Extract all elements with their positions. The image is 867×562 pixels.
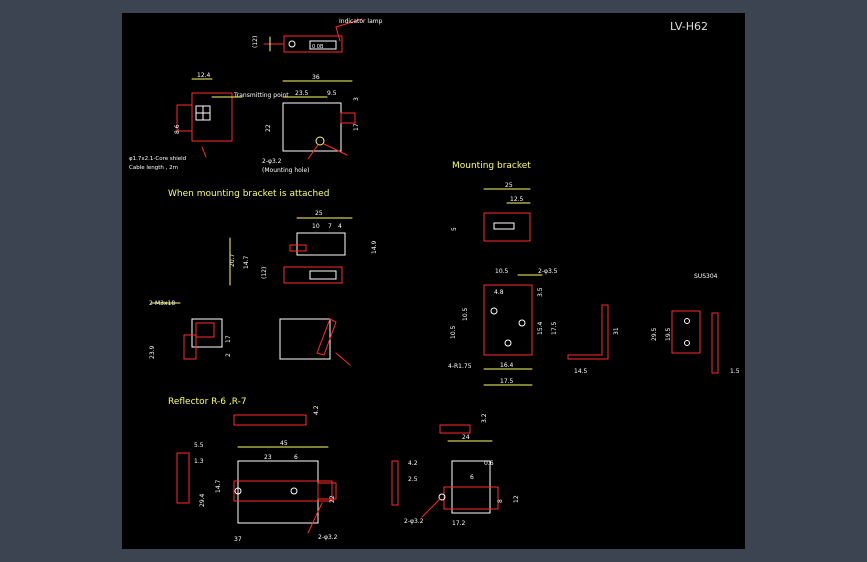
reflector-heading: Reflector R-6 ,R-7: [168, 397, 247, 407]
dimension-label: 4.2: [408, 460, 418, 467]
dimension-label: 2-M3x18: [149, 300, 175, 307]
dimension-label: 29.5: [651, 327, 658, 341]
sensor-side-view: 36 23.5 9.5 3 22 17 2-φ3.2 (Mounting hol…: [262, 74, 360, 174]
bracket-front-view: 10.5 4.8 2-φ3.5 3.5 10.5 10.5 15.4 17.5 …: [448, 268, 558, 386]
reflector-front-view: 5.5 1.3 45 23 6 29.4 14.7 22 37 2-φ3.2: [176, 440, 338, 543]
dimension-label: (Mounting hole): [262, 167, 310, 174]
cad-drawing: LV-H62 (12) 0 0B Indicator lamp 12.4 8.6…: [129, 18, 740, 543]
dimension-label: 10.5: [495, 268, 509, 275]
indicator-lamp-label: Indicator lamp: [339, 18, 383, 25]
dimension-label: 14.7: [243, 255, 250, 269]
dimension-label: 15.4: [537, 321, 544, 335]
dimension-label: 14.7: [215, 479, 222, 493]
reflector-top-view: 4.2: [233, 405, 320, 426]
bracket-plate-view: 29.5 19.5 1.5: [651, 310, 740, 375]
attached-assembly: 25 10 7 4 20.7 14.7 14.9 (12): [229, 210, 378, 286]
dimension-label: 12.4: [197, 72, 211, 79]
sensor-front-view: 12.4 8.6 Transmitting point φ1.7x2.1-Cor…: [129, 72, 289, 171]
dimension-label: 36: [312, 74, 320, 81]
dimension-label: 29.4: [199, 493, 206, 507]
dimension-label: 19.5: [665, 327, 672, 341]
dimension-label: 22: [329, 495, 336, 503]
dimension-label: 4-R1.75: [448, 363, 472, 370]
attached-front: 2-M3x18 23.9 17 2: [149, 300, 232, 360]
bracket-top-view: 25 12.5 5: [451, 182, 531, 242]
dimension-label: 5.5: [194, 442, 204, 449]
dimension-label: 17.5: [500, 378, 514, 385]
dimension-label: Cable length , 2m: [129, 165, 178, 171]
drawing-sheet: LV-H62 (12) 0 0B Indicator lamp 12.4 8.6…: [122, 13, 745, 549]
drawing-title: LV-H62: [670, 20, 708, 33]
dimension-label: 24: [462, 434, 470, 441]
when-attached-heading: When mounting bracket is attached: [168, 189, 329, 199]
dimension-label: 10: [312, 223, 320, 230]
dimension-label: 23.5: [295, 90, 309, 97]
dimension-label: 17: [353, 123, 360, 131]
dimension-label: 2: [225, 353, 232, 357]
dimension-label: 16.4: [500, 362, 514, 369]
dimension-label: φ1.7x2.1-Core shield: [129, 156, 186, 162]
dimension-label: 10.5: [462, 307, 469, 321]
dimension-label: 31: [613, 327, 620, 335]
dimension-label: 37: [234, 536, 242, 543]
dimension-label: 17.2: [452, 520, 466, 527]
dimension-label: 25: [505, 182, 513, 189]
transmitting-point-label: Transmitting point: [233, 92, 289, 99]
dimension-label: 0.6: [484, 460, 494, 467]
dimension-label: 2-φ3.2: [318, 534, 338, 541]
dimension-label: (12): [261, 267, 268, 279]
dimension-label: 14.9: [371, 240, 378, 254]
material-label: SUS304: [694, 273, 718, 280]
dimension-label: 4.8: [494, 289, 504, 296]
dimension-label: 0 0B: [312, 44, 324, 50]
dimension-label: 20.7: [229, 253, 236, 267]
dimension-label: 17.5: [551, 321, 558, 335]
dimension-label: 6: [470, 474, 474, 481]
dimension-label: 22: [265, 124, 272, 132]
dimension-label: 2-φ3.5: [538, 268, 558, 275]
dimension-label: 9.5: [327, 90, 337, 97]
dimension-label: 23: [264, 454, 272, 461]
dimension-label: 1.3: [194, 458, 204, 465]
dimension-label: 5: [451, 227, 458, 231]
dimension-label: 45: [280, 440, 288, 447]
small-reflector-views: 3.2 24 4.2 0.6 2.5 6 8 12 17.2 2-φ3.2: [391, 413, 520, 527]
dimension-label: 7: [328, 223, 332, 230]
dimension-label: 6: [294, 454, 298, 461]
dimension-label: 3: [353, 97, 360, 101]
dimension-label: (12): [252, 36, 259, 48]
sensor-top-view: (12) 0 0B Indicator lamp: [252, 18, 383, 53]
dimension-label: 4: [338, 223, 342, 230]
dimension-label: 12.5: [510, 196, 524, 203]
dimension-label: 25: [315, 210, 323, 217]
bracket-side-view: 31 14.5: [567, 304, 620, 375]
dimension-label: 4.2: [313, 405, 320, 415]
dimension-label: 14.5: [574, 368, 588, 375]
dimension-label: 2-φ3.2: [404, 518, 424, 525]
dimension-label: 10.5: [450, 325, 457, 339]
dimension-label: 23.9: [149, 345, 156, 359]
dimension-label: 1.5: [730, 368, 740, 375]
attached-side: [279, 318, 351, 366]
dimension-label: 2.5: [408, 476, 418, 483]
dimension-label: 2-φ3.2: [262, 158, 282, 165]
dimension-label: 8.6: [174, 124, 181, 134]
dimension-label: 8: [497, 499, 504, 503]
mounting-bracket-heading: Mounting bracket: [452, 161, 531, 171]
dimension-label: 12: [513, 495, 520, 503]
dimension-label: 3.2: [481, 413, 488, 423]
dimension-label: 17: [225, 335, 232, 343]
dimension-label: 3.5: [537, 287, 544, 297]
